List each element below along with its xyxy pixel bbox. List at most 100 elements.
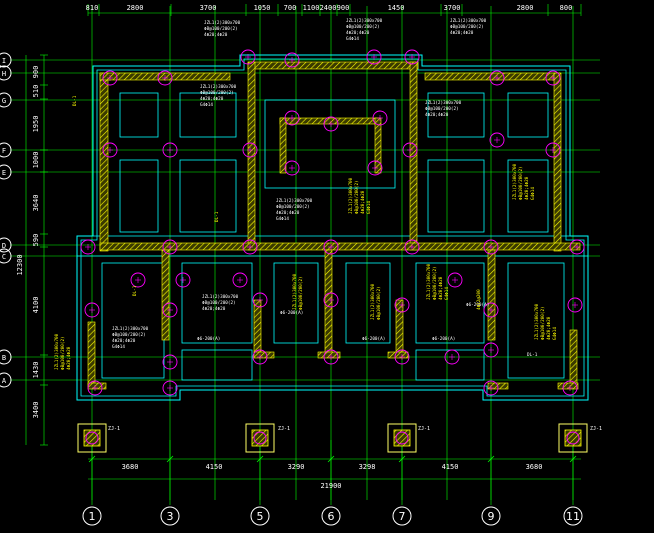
pile-circle — [102, 142, 118, 158]
pile-pad-outer — [387, 423, 417, 453]
top-dim-label: 3700 — [200, 4, 217, 12]
room-outline — [264, 99, 396, 189]
foundation-wall — [557, 382, 579, 390]
short-note: 4Φ12@200 — [476, 289, 482, 310]
short-note: DL-1 — [132, 285, 138, 296]
rebar-note: ΦB@100/200(2) — [518, 166, 524, 200]
axis-label-x: 11 — [566, 510, 580, 523]
axis-bubble — [0, 237, 12, 253]
pile-circle — [367, 160, 383, 176]
axis-bubble — [0, 65, 12, 81]
foundation-wall — [424, 72, 561, 81]
pile-circle — [489, 70, 505, 86]
rebar-note: JZL1(2)300x700 — [348, 177, 354, 214]
pile-circle — [252, 292, 268, 308]
axis-label-y: H — [2, 70, 6, 78]
left-dim-label: 1000 — [32, 152, 40, 169]
room-outline — [119, 92, 159, 138]
rebar-note: JZL1(2)300x700 — [204, 20, 241, 26]
rebar-note: ΦB@100/200(2) — [425, 106, 459, 112]
rebar-note: JZL1(2)300x700 — [54, 333, 60, 370]
pile-circle — [562, 380, 578, 396]
rebar-note: JZL1(2)300x700 — [346, 18, 383, 24]
pile-circle — [483, 239, 499, 255]
axis-bubble — [0, 372, 12, 388]
short-note: Φ6-200(A) — [466, 302, 489, 308]
axis-label-y: F — [2, 147, 6, 155]
pile-markers — [80, 49, 585, 396]
short-note: Φ6-200(A) — [280, 310, 303, 316]
pile-pad-circle — [566, 431, 580, 445]
pile-circle — [444, 349, 460, 365]
rebar-note: 4Φ20;4Φ20 — [112, 338, 136, 344]
axis-bubble — [321, 506, 341, 526]
pile-circle — [545, 70, 561, 86]
room-outline — [507, 262, 565, 379]
pile-circle — [252, 349, 268, 365]
foundation-wall — [87, 321, 96, 388]
rebar-note: 4Φ20;4Φ20 — [202, 306, 226, 312]
pile-circle — [404, 239, 420, 255]
rebar-note: 4Φ20;4Φ20 — [200, 96, 224, 102]
foundation-wall — [99, 242, 581, 251]
rebar-note: JZL1(2)300x700 — [425, 100, 462, 106]
pile-circle — [232, 272, 248, 288]
left-dim-label: 900 — [32, 66, 40, 79]
short-note: Φ6-200(A) — [197, 336, 220, 342]
pile-circle — [284, 110, 300, 126]
left-dimension-labels: 900 510 1950 1000 3640 590 4100 1430 340… — [16, 66, 40, 419]
room-outline — [181, 262, 253, 344]
pile-pad-outer — [77, 423, 107, 453]
room-outline — [507, 92, 549, 138]
rebar-note: 4Φ20;4Φ20 — [524, 176, 530, 200]
top-dim-label: 2800 — [127, 4, 144, 12]
top-dim-label: 2800 — [517, 4, 534, 12]
axis-label-x: 9 — [488, 510, 495, 523]
rebar-note: G4Φ14 — [276, 216, 289, 222]
foundation-wall — [253, 351, 275, 359]
rebar-note: JZL1(2)300x700 — [534, 303, 540, 340]
rebar-note: 4Φ20;4Φ20 — [204, 32, 228, 38]
left-dim-label: 590 — [32, 234, 40, 247]
rebar-note: 4Φ20;4Φ20 — [276, 210, 300, 216]
pile-circle — [162, 380, 178, 396]
left-dim-label: 1430 — [32, 362, 40, 379]
rebar-note: JZL1(2)300x700 — [292, 273, 298, 310]
rebar-note: 4Φ20;4Φ20 — [360, 190, 366, 214]
bottom-dimension-labels: 3680 4150 3290 3298 4150 3680 21900 — [122, 463, 543, 490]
axis-bubble — [82, 506, 102, 526]
bottom-dim-label: 3680 — [122, 463, 139, 471]
pile-circle — [102, 70, 118, 86]
top-dim-label: 1100 — [303, 4, 320, 12]
bottom-dim-label: 3298 — [359, 463, 376, 471]
foundation-wall — [553, 72, 562, 252]
short-note: Φ6-200(A) — [362, 336, 385, 342]
axis-label-y: A — [2, 377, 7, 385]
pile-circle — [323, 349, 339, 365]
pile-circle — [162, 239, 178, 255]
pile-circle — [157, 70, 173, 86]
pile-circle — [175, 272, 191, 288]
axis-label-x: 7 — [399, 510, 406, 523]
pile-circle — [162, 354, 178, 370]
foundation-wall — [161, 249, 170, 341]
top-dim-label: 3700 — [444, 4, 461, 12]
foundation-wall — [387, 351, 409, 359]
axis-bubble — [250, 506, 270, 526]
left-axis-bubbles: I H G F E D C B A — [0, 52, 12, 388]
rebar-note: ΦB@100/200(2) — [276, 204, 310, 210]
rebar-note: 4Φ20;4Φ20 — [66, 346, 72, 370]
pile-pads — [77, 423, 588, 453]
bottom-dim-label: 4150 — [206, 463, 223, 471]
axis-label-x: 3 — [167, 510, 174, 523]
rebar-note: ΦB@100/200(2) — [200, 90, 234, 96]
rebar-note: ΦB@100/200(2) — [60, 336, 66, 370]
top-dim-label: 800 — [560, 4, 573, 12]
foundation-wall — [487, 249, 496, 341]
rebar-note: G4Φ14 — [530, 187, 536, 200]
pile-circle — [483, 342, 499, 358]
total-dim-label: 21900 — [320, 482, 341, 490]
axis-bubble — [0, 142, 12, 158]
pile-circle — [567, 297, 583, 313]
pile-circle — [84, 302, 100, 318]
